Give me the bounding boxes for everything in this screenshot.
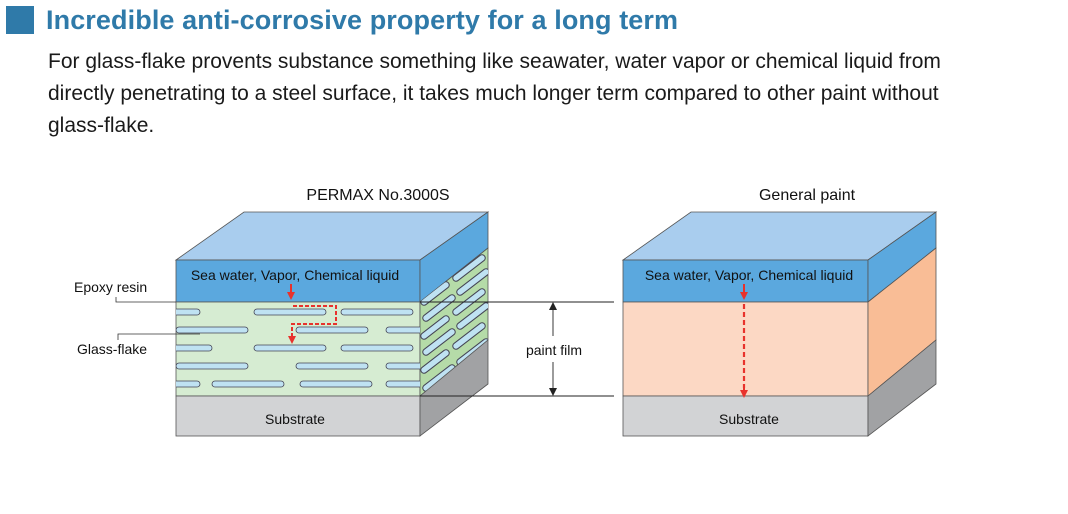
glass-flake <box>457 269 488 295</box>
left-sea-water-label: Sea water, Vapor, Chemical liquid <box>191 267 399 283</box>
penetration-path-long <box>287 284 337 344</box>
heading-title: Incredible anti-corrosive property for a… <box>46 4 679 35</box>
glass-flake <box>340 344 414 352</box>
glass-flake-group <box>176 308 420 388</box>
glass-flake <box>211 380 285 388</box>
glass-flake <box>385 380 420 388</box>
left-water-layer <box>175 259 421 303</box>
right-block-title: General paint <box>759 187 856 204</box>
right-substrate-label: Substrate <box>719 411 779 427</box>
section-heading: Incredible anti-corrosive property for a… <box>6 4 678 36</box>
glass-flake <box>421 350 449 373</box>
right-sea-water-label: Sea water, Vapor, Chemical liquid <box>645 267 853 283</box>
glass-flake <box>423 295 455 321</box>
intro-line: For glass-flake provents substance somet… <box>48 50 941 73</box>
glass-flake-callout: Glass-flake <box>77 341 147 357</box>
paint-film-arrow-down <box>549 388 557 396</box>
paint-film-arrow-up <box>549 302 557 310</box>
right-paint-layer <box>622 301 869 397</box>
glass-flake <box>421 316 449 339</box>
glass-flake <box>295 326 369 334</box>
epoxy-resin-leader-line <box>115 297 176 303</box>
glass-flake <box>453 255 485 281</box>
glass-flake <box>176 380 201 388</box>
glass-flake <box>423 365 455 391</box>
glass-flake <box>176 344 213 352</box>
glass-flake-side-group <box>420 254 488 392</box>
glass-flake <box>340 308 414 316</box>
heading-marker-square <box>6 6 34 34</box>
glass-flake <box>385 326 420 334</box>
glass-flake <box>385 362 420 370</box>
intro-paragraph: For glass-flake provents substance somet… <box>48 46 1060 142</box>
glass-flake <box>176 308 201 316</box>
glass-flake <box>453 323 485 349</box>
left-substrate-side-face <box>419 339 489 437</box>
glass-flake <box>253 308 327 316</box>
paint-film-label: paint film <box>526 342 582 358</box>
glass-flake <box>176 362 249 370</box>
left-block-title: PERMAX No.3000S <box>306 187 449 204</box>
glass-flake <box>176 326 249 334</box>
epoxy-resin-callout: Epoxy resin <box>74 279 147 295</box>
left-substrate-layer <box>175 395 421 437</box>
intro-line: glass-flake. <box>48 114 155 137</box>
glass-flake-leader-line <box>117 333 200 340</box>
glass-flake <box>253 344 327 352</box>
glass-flake <box>457 303 488 329</box>
right-substrate-layer <box>622 395 869 437</box>
glass-flake <box>423 329 455 355</box>
right-substrate-side-face <box>867 339 937 437</box>
left-substrate-label: Substrate <box>265 411 325 427</box>
glass-flake <box>421 282 449 305</box>
glass-flake <box>299 380 373 388</box>
intro-line: directly penetrating to a steel surface,… <box>48 82 939 105</box>
glass-flake <box>295 362 369 370</box>
